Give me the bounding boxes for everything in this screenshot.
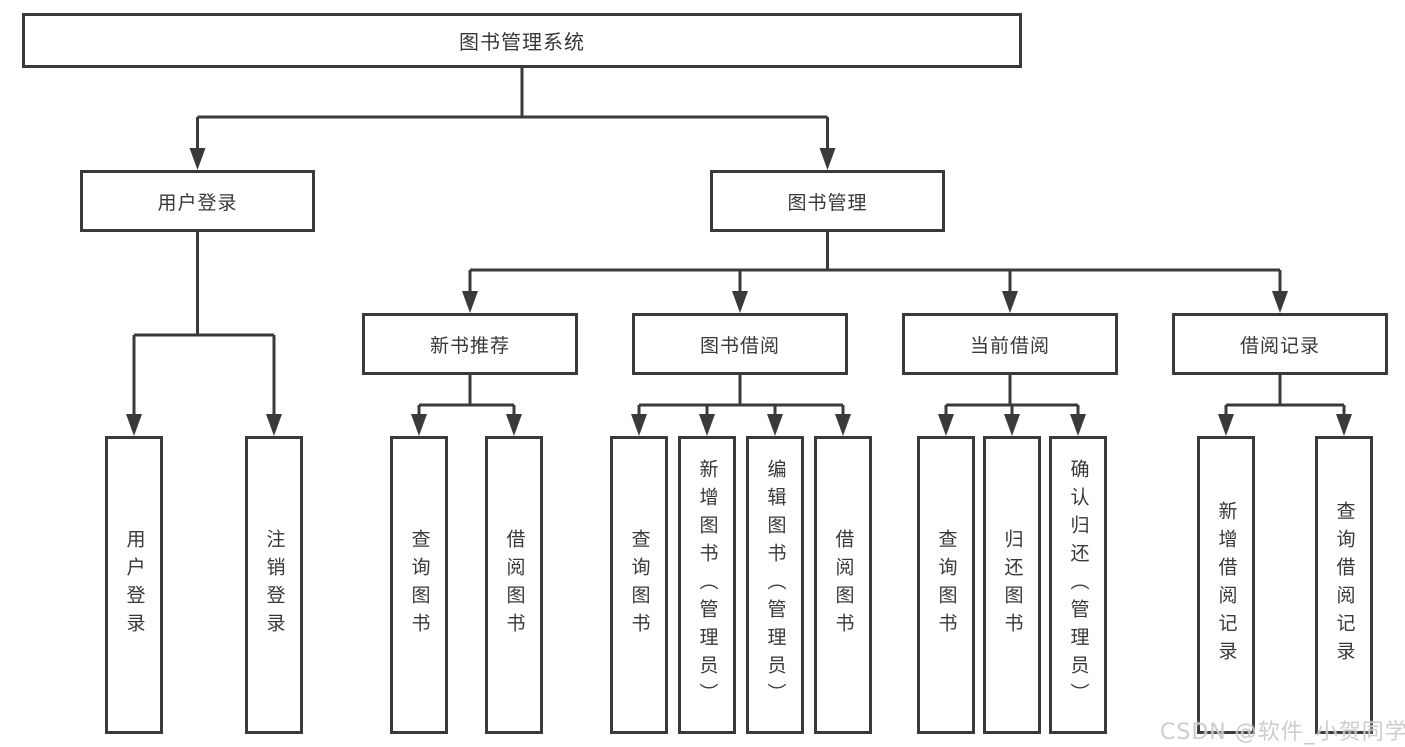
leaf-add-books-admin: 新增图书（管理员） [678, 436, 736, 734]
leaf-query-books-3-label: 查询图书 [935, 529, 958, 641]
node-root-label: 图书管理系统 [459, 30, 585, 54]
node-current-borrow: 当前借阅 [902, 313, 1118, 375]
leaf-query-books-3: 查询图书 [917, 436, 975, 734]
node-user-login-label: 用户登录 [157, 191, 238, 214]
node-book-borrow: 图书借阅 [632, 313, 848, 375]
leaf-query-borrow-record-label: 查询借阅记录 [1333, 501, 1356, 669]
node-root: 图书管理系统 [22, 13, 1022, 68]
node-borrow-records-label: 借阅记录 [1239, 334, 1320, 357]
leaf-add-borrow-record-label: 新增借阅记录 [1215, 501, 1238, 669]
connector-newbook-to-leaves [417, 375, 516, 417]
leaf-add-books-admin-label: 新增图书（管理员） [696, 459, 719, 711]
leaf-query-books-2: 查询图书 [610, 436, 668, 734]
leaf-edit-books-admin: 编辑图书（管理员） [746, 436, 804, 734]
leaf-logout-label: 注销登录 [263, 529, 286, 641]
node-book-borrow-label: 图书借阅 [699, 334, 780, 357]
leaf-user-login: 用户登录 [105, 436, 163, 734]
leaf-query-books-1: 查询图书 [390, 436, 448, 734]
csdn-watermark: CSDN @软件_小贺同学 [1160, 720, 1405, 745]
leaf-query-books-2-label: 查询图书 [628, 529, 651, 641]
leaf-confirm-return-admin-label: 确认归还（管理员） [1067, 459, 1090, 711]
node-current-borrow-label: 当前借阅 [969, 334, 1050, 357]
leaf-return-books: 归还图书 [983, 436, 1041, 734]
leaf-logout: 注销登录 [245, 436, 303, 734]
connector-currentborrow-to-leaves [944, 375, 1080, 417]
connector-records-to-leaves [1224, 375, 1346, 417]
node-user-login: 用户登录 [80, 170, 315, 232]
node-book-management-label: 图书管理 [787, 191, 868, 214]
leaf-confirm-return-admin: 确认归还（管理员） [1049, 436, 1107, 734]
connector-bookborrow-to-leaves [637, 375, 845, 417]
node-new-book-recommend: 新书推荐 [362, 313, 578, 375]
leaf-add-borrow-record: 新增借阅记录 [1197, 436, 1255, 734]
leaf-user-login-label: 用户登录 [123, 529, 146, 641]
leaf-borrow-books-2: 借阅图书 [814, 436, 872, 734]
leaf-borrow-books-1: 借阅图书 [485, 436, 543, 734]
connector-bookmgmt-to-level3 [468, 232, 1282, 294]
leaf-return-books-label: 归还图书 [1001, 529, 1024, 641]
connector-userlogin-to-leaves [132, 232, 276, 417]
node-book-management: 图书管理 [710, 170, 945, 232]
node-borrow-records: 借阅记录 [1172, 313, 1388, 375]
connector-root-to-level2 [196, 68, 829, 151]
leaf-query-borrow-record: 查询借阅记录 [1315, 436, 1373, 734]
leaf-borrow-books-1-label: 借阅图书 [503, 529, 526, 641]
leaf-edit-books-admin-label: 编辑图书（管理员） [764, 459, 787, 711]
node-new-book-recommend-label: 新书推荐 [429, 334, 510, 357]
leaf-borrow-books-2-label: 借阅图书 [832, 529, 855, 641]
leaf-query-books-1-label: 查询图书 [408, 529, 431, 641]
